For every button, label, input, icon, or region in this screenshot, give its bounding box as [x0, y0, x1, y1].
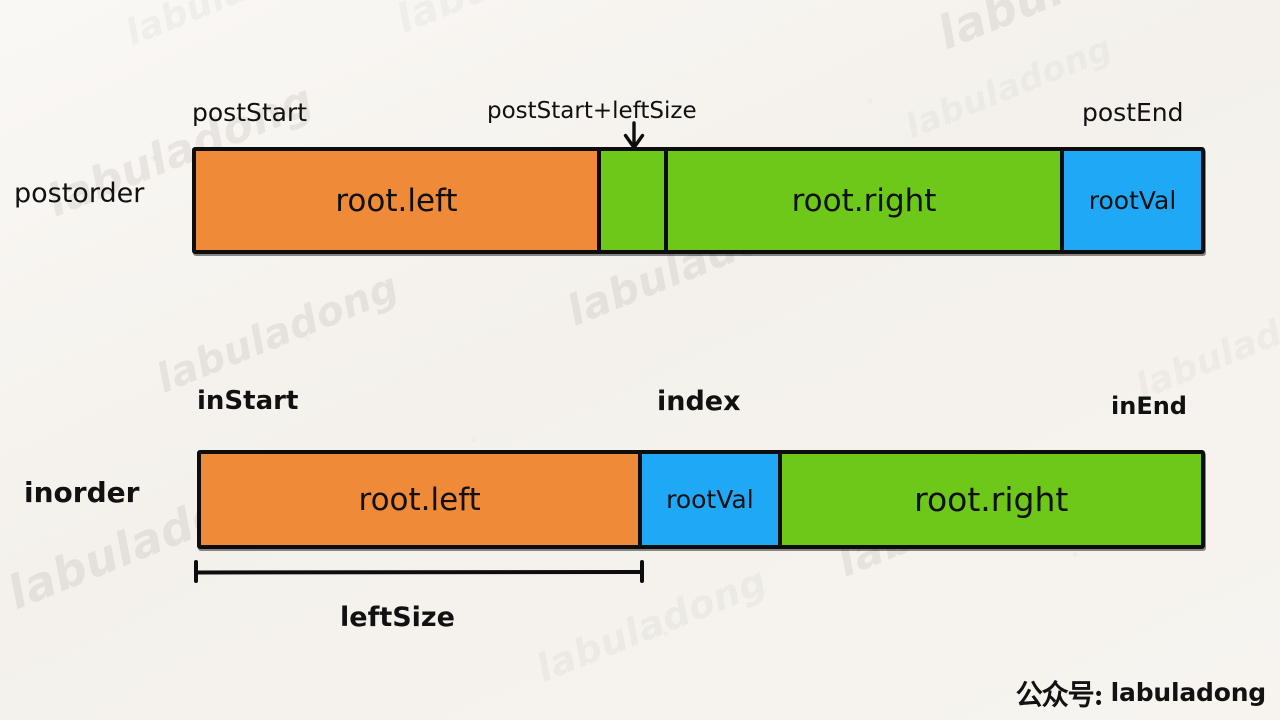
marker-post-end: postEnd: [1082, 98, 1184, 127]
segment-label: root.left: [358, 481, 481, 518]
leftsize-bracket: [194, 560, 644, 583]
signature-chinese-label: 公众号:: [1015, 679, 1104, 712]
marker-in-end: inEnd: [1111, 392, 1187, 420]
marker-in-index: index: [657, 386, 741, 417]
leftsize-label: leftSize: [340, 602, 455, 633]
row-label-inorder: inorder: [24, 476, 140, 509]
row-label-postorder: postorder: [14, 178, 145, 209]
segment-label: root.left: [335, 182, 458, 219]
postorder-segment-root-left[interactable]: root.left: [196, 151, 597, 250]
segment-label: root.right: [914, 480, 1069, 519]
segment-label: rootVal: [666, 485, 754, 514]
marker-post-start: postStart: [192, 98, 308, 127]
postorder-segment-root-val[interactable]: rootVal: [1060, 151, 1201, 250]
postorder-bar: root.left root.right rootVal: [192, 147, 1205, 254]
signature-author-name: labuladong: [1110, 678, 1267, 707]
inorder-segment-root-right[interactable]: root.right: [777, 454, 1201, 545]
segment-label: rootVal: [1088, 186, 1177, 215]
signature-block: 公众号: labuladong: [1015, 673, 1267, 712]
inorder-bar: root.left rootVal root.right: [197, 450, 1205, 549]
marker-post-middle: postStart+leftSize: [487, 98, 697, 124]
segment-label: root.right: [791, 182, 937, 219]
postorder-segment-gap[interactable]: [596, 151, 664, 250]
marker-in-start: inStart: [197, 386, 299, 416]
postorder-segment-root-right[interactable]: root.right: [663, 151, 1061, 250]
inorder-segment-root-left[interactable]: root.left: [201, 454, 639, 545]
inorder-segment-root-val[interactable]: rootVal: [638, 454, 778, 545]
